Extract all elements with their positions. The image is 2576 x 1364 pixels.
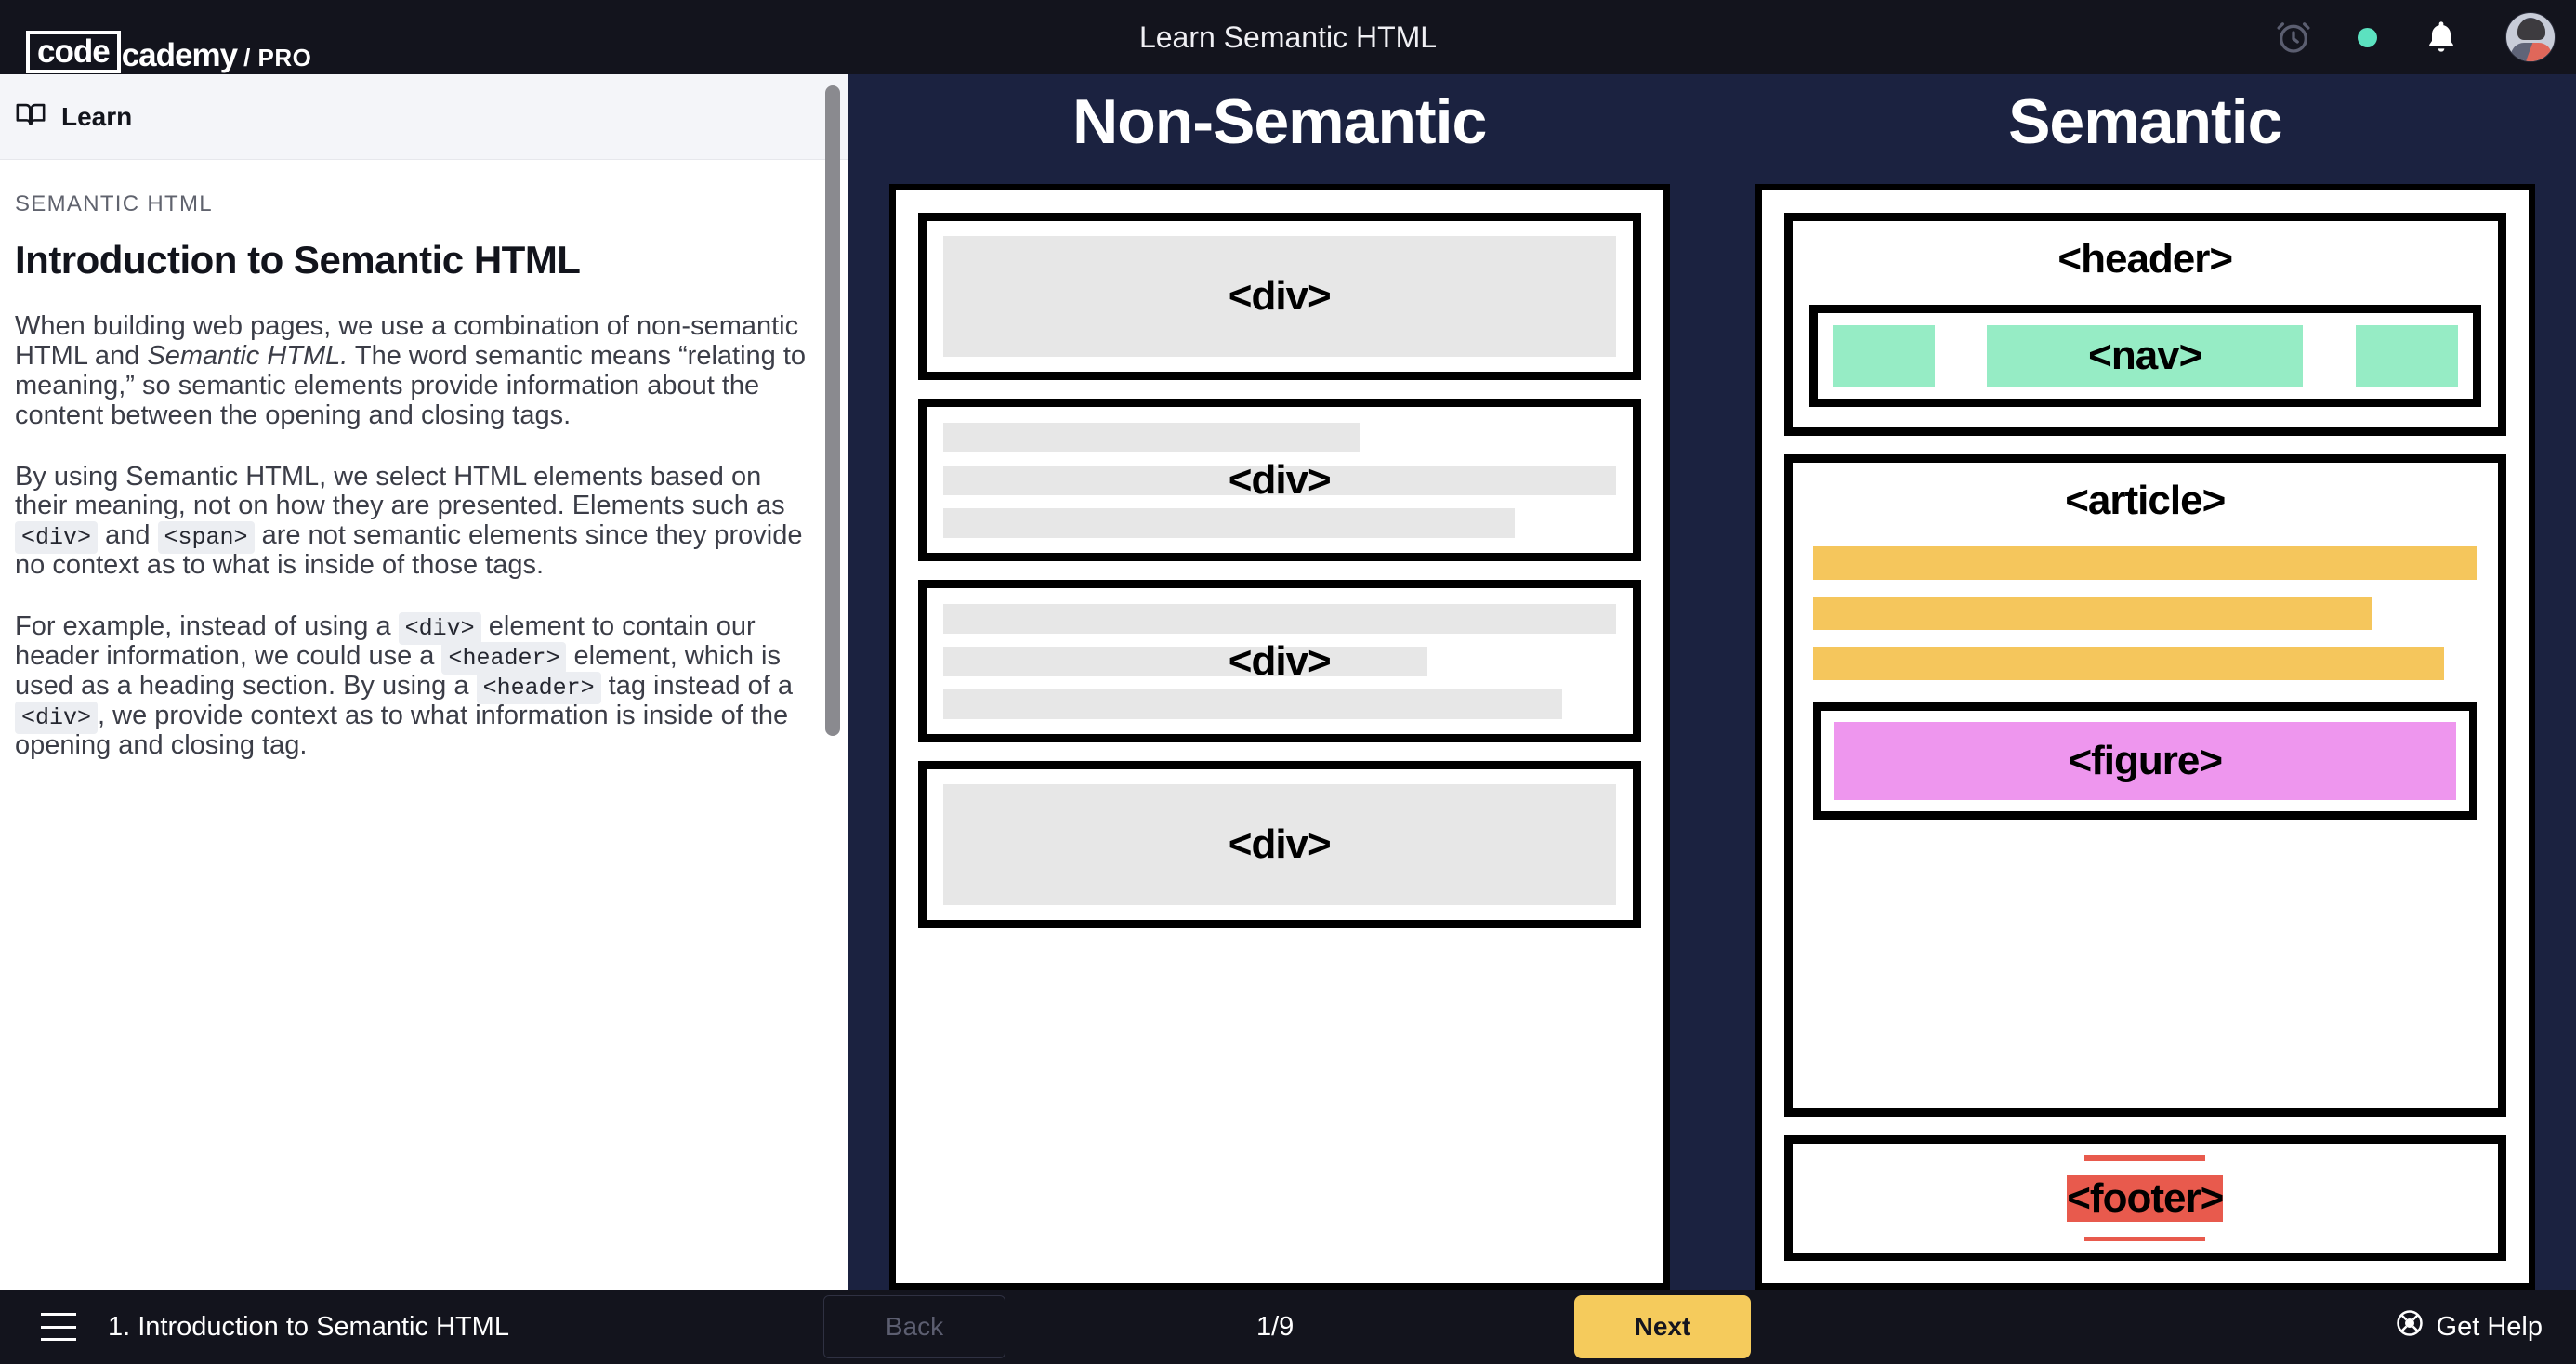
p3-text-b: element to contain our header informatio… — [15, 611, 756, 672]
non-semantic-div-block-1: <div> — [918, 213, 1641, 380]
p1-text-a: When building web pages, we use a combin… — [15, 311, 799, 371]
progress-indicator: 1/9 — [1256, 1311, 1295, 1342]
codecademy-logo[interactable]: code cademy / PRO — [26, 0, 312, 79]
p2-text-c: are not semantic elements since they pro… — [15, 520, 803, 581]
placeholder-bar — [943, 422, 1360, 452]
p3-text-d: tag instead of a — [600, 670, 793, 701]
semantic-figure-block: <figure> — [1812, 702, 2477, 820]
lesson-panel: Learn SEMANTIC HTML Introduction to Sema… — [0, 74, 848, 1290]
p3-text-a: For example, instead of using a — [15, 611, 399, 642]
non-semantic-title: Non-Semantic — [1072, 86, 1487, 157]
p1-emphasis: Semantic HTML. — [147, 340, 348, 371]
article-tag-label: <article> — [2065, 478, 2226, 523]
figure-tag-label: <figure> — [1833, 722, 2456, 800]
p3-text-c: element, which is used as a heading sect… — [15, 641, 781, 701]
nav-tag-label: <nav> — [1987, 325, 2304, 387]
inline-code-div-2: <div> — [398, 612, 481, 646]
life-ring-icon — [2396, 1309, 2424, 1344]
get-help-label: Get Help — [2436, 1311, 2543, 1342]
inline-code-span: <span> — [157, 521, 255, 555]
inline-code-div: <div> — [15, 521, 99, 555]
lesson-heading: Introduction to Semantic HTML — [15, 238, 581, 282]
placeholder-bar — [943, 465, 1616, 495]
inline-code-div-3: <div> — [15, 701, 99, 734]
lesson-paragraph-1: When building web pages, we use a combin… — [15, 311, 808, 431]
footer-chip-left — [2084, 1155, 2206, 1161]
p2-text-a: By using Semantic HTML, we select HTML e… — [15, 461, 785, 521]
semantic-column: Semantic <header> <nav> <article> — [1755, 85, 2535, 1290]
non-semantic-div-block-3: <div> — [918, 580, 1641, 742]
article-text-bar — [1812, 546, 2477, 580]
inline-code-header-1: <header> — [441, 642, 567, 675]
placeholder-bar — [943, 507, 1515, 538]
article-text-bar — [1812, 647, 2445, 680]
topbar-actions — [2272, 0, 2556, 74]
article-text-bar — [1812, 597, 2372, 630]
footer-chip-right — [2084, 1236, 2206, 1241]
p1-text-b: The word semantic means “relating to mea… — [15, 340, 807, 430]
lesson-paragraph-3: For example, instead of using a <div> el… — [15, 611, 808, 760]
bottom-navigation-bar: 1. Introduction to Semantic HTML Back 1/… — [0, 1290, 2576, 1364]
semantic-footer-block: <footer> — [1783, 1135, 2506, 1261]
semantic-article-block: <article> <figure> — [1783, 454, 2506, 1117]
lesson-paragraph-2: By using Semantic HTML, we select HTML e… — [15, 461, 808, 582]
non-semantic-column: Non-Semantic <div> <div> — [889, 85, 1670, 1290]
logo-code-box: code — [26, 31, 121, 79]
logo-pro-badge: / PRO — [243, 44, 312, 72]
placeholder-fill — [943, 236, 1616, 357]
nav-chip-left — [1832, 325, 1935, 387]
top-navigation-bar: code cademy / PRO Learn Semantic HTML — [0, 0, 2576, 79]
footer-tag-label: <footer> — [2067, 1174, 2224, 1222]
p2-text-b: and — [98, 520, 158, 551]
streak-dot-icon[interactable] — [2358, 27, 2377, 47]
tab-learn[interactable]: Learn — [0, 74, 848, 160]
open-book-icon — [15, 98, 46, 135]
semantic-page-frame: <header> <nav> <article> <fig — [1755, 184, 2535, 1290]
current-lesson-label: 1. Introduction to Semantic HTML — [108, 1311, 509, 1342]
nav-chip-right — [2356, 325, 2458, 387]
notifications-bell-icon[interactable] — [2420, 16, 2463, 59]
logo-cademy-text: cademy — [121, 37, 238, 73]
p3-text-e: , we provide context as to what informat… — [15, 700, 789, 760]
placeholder-bar — [943, 646, 1427, 676]
alarm-clock-icon[interactable] — [2272, 16, 2315, 59]
lesson-article: SEMANTIC HTML Introduction to Semantic H… — [0, 160, 848, 761]
semantic-title: Semantic — [2008, 86, 2282, 157]
header-tag-label: <header> — [2057, 236, 2233, 282]
semantic-nav-block: <nav> — [1808, 305, 2481, 407]
lesson-scrollbar-thumb[interactable] — [825, 85, 840, 736]
inline-code-header-2: <header> — [476, 671, 601, 704]
lesson-scrollbar[interactable] — [824, 74, 841, 1290]
main-content-area: Learn SEMANTIC HTML Introduction to Sema… — [0, 74, 2576, 1290]
placeholder-fill — [943, 784, 1616, 905]
hamburger-menu-icon[interactable] — [41, 1313, 76, 1341]
tab-learn-label: Learn — [61, 101, 133, 131]
diagram-panel: Non-Semantic <div> <div> — [848, 74, 2576, 1290]
semantic-header-block: <header> <nav> — [1783, 213, 2506, 436]
non-semantic-div-block-2: <div> — [918, 399, 1641, 561]
placeholder-bar — [943, 689, 1562, 719]
get-help-button[interactable]: Get Help — [2396, 1309, 2543, 1344]
back-button[interactable]: Back — [823, 1295, 1005, 1358]
non-semantic-div-block-4: <div> — [918, 761, 1641, 928]
user-avatar[interactable] — [2505, 12, 2556, 62]
placeholder-bar — [943, 603, 1616, 634]
non-semantic-page-frame: <div> <div> <div> — [889, 184, 1670, 1290]
page-title: Learn Semantic HTML — [1138, 20, 1438, 54]
lesson-eyebrow: SEMANTIC HTML — [15, 191, 213, 216]
next-button[interactable]: Next — [1574, 1295, 1751, 1358]
